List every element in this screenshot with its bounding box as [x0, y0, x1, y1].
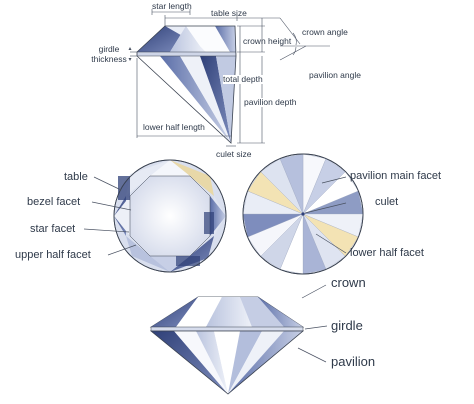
label-culet: culet	[375, 196, 399, 208]
side-crown-facet-c	[206, 297, 252, 327]
pavilion-facet-rays	[242, 153, 364, 275]
side-pavilion-4	[214, 331, 240, 394]
label-table-size: table size	[211, 8, 247, 18]
diamond-top-view	[113, 159, 227, 273]
side-crown-facet-e	[258, 297, 303, 327]
label-crown-angle: crown angle	[302, 27, 348, 37]
leader-lines	[83, 176, 347, 363]
label-culet-size: culet size	[216, 149, 252, 159]
label-pavilion-angle: pavilion angle	[309, 70, 361, 80]
diamond-profile-view	[128, 9, 330, 147]
label-bezel-facet: bezel facet	[27, 196, 81, 208]
side-girdle	[150, 326, 304, 332]
side-crown-facet-d	[240, 297, 284, 327]
label-star-length: star length	[152, 1, 192, 11]
label-pavilion-depth: pavilion depth	[244, 97, 297, 107]
label-lower-half-length: lower half length	[143, 122, 205, 132]
side-pavilion-outline	[149, 330, 305, 395]
dark-patch-bottom	[176, 256, 200, 266]
diamond-bottom-view	[242, 153, 364, 275]
culet-point	[301, 212, 305, 216]
pavilion-facet-2	[160, 56, 231, 143]
crown-mid-bezel	[170, 26, 206, 52]
label-total-depth: total depth	[223, 74, 263, 84]
pavilion-facet-3	[180, 56, 231, 143]
label-girdle: girdle	[331, 318, 363, 333]
diamond-side-view	[149, 296, 305, 395]
crown-left-bezel	[137, 26, 186, 52]
side-crown-facet-a	[151, 297, 198, 327]
crown-right-bezel	[215, 26, 236, 52]
label-star-facet: star facet	[30, 223, 76, 235]
dark-patch-left	[118, 176, 130, 200]
dark-patch-right	[204, 212, 214, 234]
pavilion-ray-facet	[279, 153, 304, 215]
side-pavilion-3	[196, 331, 228, 394]
label-lower-half-facet: lower half facet	[350, 247, 424, 259]
side-pavilion-2	[174, 331, 228, 394]
label-girdle-thickness: girdle thickness	[91, 44, 127, 64]
label-crown: crown	[331, 275, 366, 290]
bezel-w	[114, 196, 130, 236]
label-pavilion-main-facet: pavilion main facet	[350, 170, 442, 182]
side-crown-facet-b	[176, 297, 222, 327]
label-crown-height: crown height	[243, 36, 292, 46]
bezel-n	[150, 160, 190, 176]
label-pavilion: pavilion	[331, 354, 376, 369]
label-upper-half-facet: upper half facet	[15, 249, 91, 261]
pavilion-facet-4	[200, 56, 231, 143]
table-facet	[129, 175, 211, 257]
profile-girdle	[137, 52, 236, 56]
label-table: table	[64, 171, 88, 183]
crown-upper-half	[186, 26, 230, 52]
